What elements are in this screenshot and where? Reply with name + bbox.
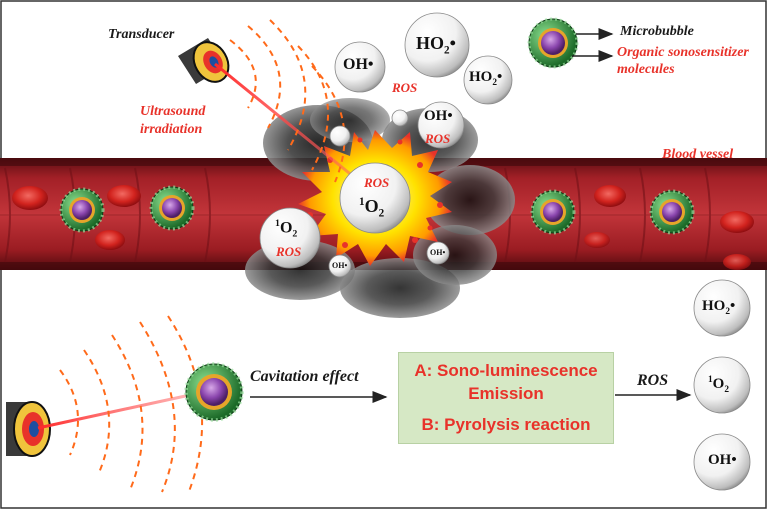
legend-arrows <box>572 28 614 62</box>
process-line-a2: Emission <box>468 384 544 403</box>
bottom-ultrasound-waves <box>59 315 203 495</box>
sonosensitizer-label-line1: Organic sonosensitizer <box>617 45 749 60</box>
top-ultrasound-beam <box>214 62 371 192</box>
process-line-b: B: Pyrolysis reaction <box>421 415 591 434</box>
ho2-label-2: HO2• <box>469 69 503 88</box>
bottom-microbubble <box>184 362 244 422</box>
oh-label-small-2: OH• <box>430 248 446 257</box>
singlet-o2-center: 1O2 <box>359 196 385 220</box>
bottom-ultrasound-beam <box>37 393 191 430</box>
ros-label-right: ROS <box>425 131 451 146</box>
oh-label-small-1: OH• <box>332 261 348 270</box>
ros-label-center: ROS <box>364 175 390 190</box>
ros-label-top: ROS <box>392 80 418 95</box>
blood-vessel-label: Blood vessel <box>662 147 734 162</box>
microbubble-label: Microbubble <box>620 24 694 39</box>
transducer-label: Transducer <box>108 27 175 42</box>
legend-microbubble <box>527 17 579 69</box>
cavitation-label: Cavitation effect <box>250 368 359 385</box>
oh-product: OH• <box>708 452 737 468</box>
microbubbles-in-vessel <box>59 185 695 235</box>
oh-label-1: OH• <box>343 56 374 73</box>
bottom-transducer <box>6 401 51 457</box>
ultrasound-label-line1: Ultrasound <box>140 104 206 119</box>
species-spheres <box>259 12 751 491</box>
singlet-o2-product: 1O2 <box>708 375 729 395</box>
sonosensitizer-label-line2: molecules <box>617 62 675 77</box>
process-line-a1: A: Sono-luminescence <box>414 361 598 380</box>
oh-label-2: OH• <box>424 108 453 124</box>
process-box: A: Sono-luminescence Emission B: Pyrolys… <box>398 352 614 444</box>
ultrasound-label-line2: irradiation <box>140 122 203 137</box>
ros-arrow-label: ROS <box>637 372 669 389</box>
red-blood-cells <box>12 185 754 270</box>
top-transducer <box>178 38 230 84</box>
top-ultrasound-waves <box>229 19 346 183</box>
ho2-label-1: HO2• <box>416 33 456 57</box>
ho2-product: HO2• <box>702 298 736 317</box>
singlet-o2-left: 1O2 <box>275 218 298 240</box>
ros-label-left: ROS <box>276 244 302 259</box>
